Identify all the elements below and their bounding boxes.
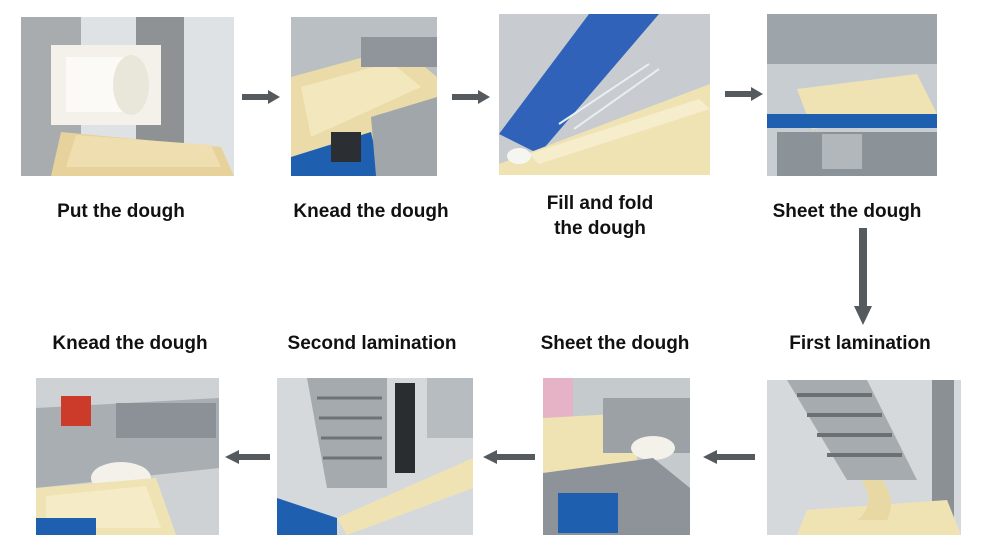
- step-2-label: Knead the dough: [293, 201, 449, 222]
- step-4-image: [767, 14, 937, 176]
- step-6-image: [543, 378, 690, 535]
- arrow-right-3: [725, 87, 763, 101]
- step-7-image: [277, 378, 473, 535]
- step-3-label: Fill and fold the dough: [500, 191, 700, 241]
- step-6-label: Sheet the dough: [540, 333, 690, 354]
- step-5-label: First lamination: [789, 333, 931, 354]
- arrow-right-1: [242, 90, 280, 104]
- step-3-label-line-1: Fill and fold: [546, 193, 654, 214]
- step-8-image: [36, 378, 219, 535]
- step-1-image: [21, 17, 234, 176]
- arrow-down: [854, 228, 872, 325]
- step-1-label: Put the dough: [57, 201, 185, 222]
- step-2-image: [291, 17, 437, 176]
- step-3-label-line-2: the dough: [554, 218, 646, 239]
- step-5-image: [767, 380, 961, 535]
- arrow-right-2: [452, 90, 490, 104]
- step-3-image: [499, 14, 710, 175]
- step-8-label: Knead the dough: [52, 333, 208, 354]
- step-4-label: Sheet the dough: [772, 201, 922, 222]
- step-7-label: Second lamination: [287, 333, 457, 354]
- arrow-left-1: [703, 450, 755, 464]
- arrow-left-3: [225, 450, 270, 464]
- arrow-left-2: [483, 450, 535, 464]
